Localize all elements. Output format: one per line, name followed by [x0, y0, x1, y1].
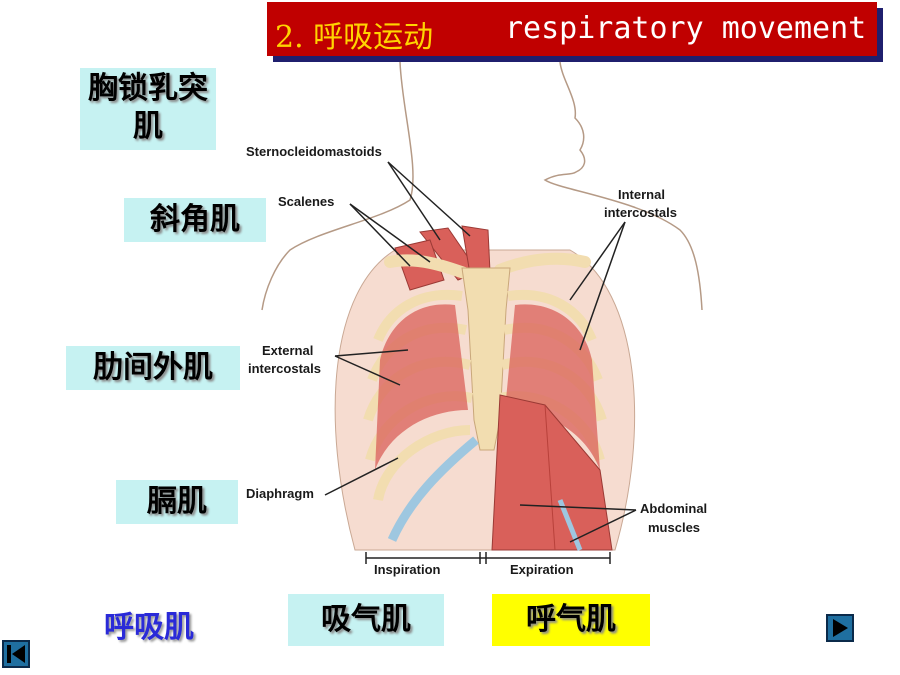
sternum	[461, 267, 511, 451]
costal-cartilage-left	[387, 436, 479, 542]
label-inspiratory-muscles: 吸气肌	[288, 594, 444, 646]
label-external-1: External	[262, 343, 313, 358]
body-outline-left	[261, 61, 414, 311]
label-cn-external-intercostals: 肋间外肌	[66, 346, 240, 390]
label-abdominal-1: Abdominal	[640, 501, 707, 516]
skip-back-icon	[7, 645, 25, 663]
abdominal-muscles	[491, 394, 613, 551]
label-respiratory-muscles: 呼吸肌	[104, 610, 194, 645]
label-scalenes: Scalenes	[278, 194, 334, 209]
title-english: respiratory movement	[505, 11, 867, 46]
title-number: 2. 呼吸运动	[275, 20, 434, 55]
label-cn-diaphragm: 膈肌	[116, 480, 238, 524]
right-internal-intercostals	[505, 304, 600, 470]
label-diaphragm: Diaphragm	[246, 486, 314, 501]
left-external-intercostals	[375, 304, 468, 470]
body-outline-right	[543, 61, 703, 311]
right-clavicle	[494, 252, 591, 276]
play-right-icon	[833, 619, 848, 637]
next-button[interactable]	[826, 614, 854, 642]
title-bar: 2. 呼吸运动 respiratory movement	[267, 2, 877, 56]
label-expiratory-muscles: 呼气肌	[492, 594, 650, 646]
label-cn-scalenes: 斜角肌	[124, 198, 266, 242]
label-internal-2: intercostals	[604, 205, 677, 220]
label-abdominal-2: muscles	[648, 520, 700, 535]
label-inspiration: Inspiration	[374, 562, 441, 577]
label-expiration: Expiration	[510, 562, 574, 577]
label-internal-1: Internal	[618, 187, 665, 202]
left-ribs	[363, 289, 474, 502]
back-button[interactable]	[2, 640, 30, 668]
right-ribs	[498, 289, 607, 470]
label-cn-sternocleidomastoid: 胸锁乳突肌	[80, 68, 216, 150]
label-sternocleidomastoids: Sternocleidomastoids	[246, 144, 382, 159]
label-external-2: intercostals	[248, 361, 321, 376]
